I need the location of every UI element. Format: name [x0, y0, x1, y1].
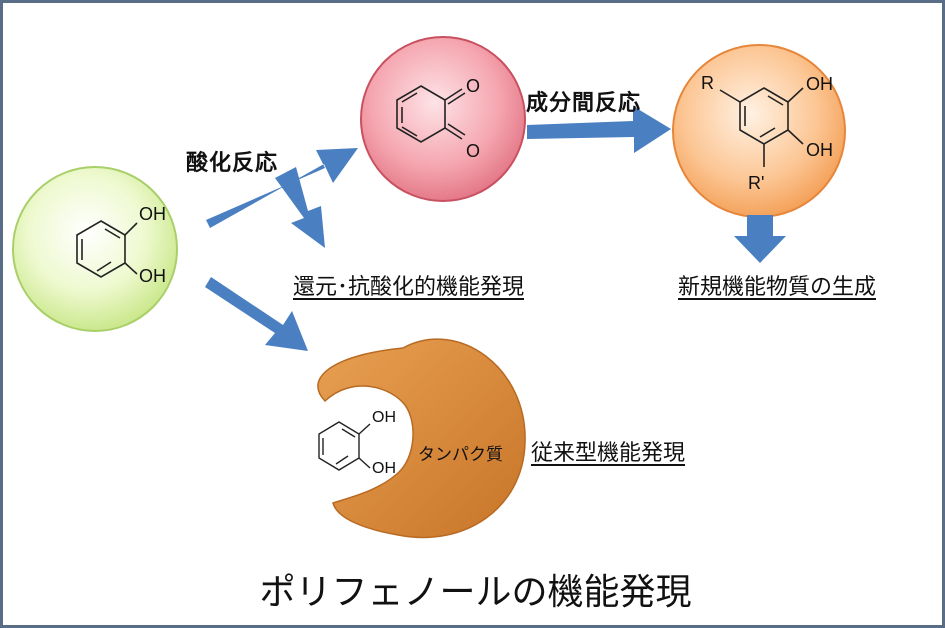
binding-arrow — [205, 277, 308, 351]
product-r: R — [701, 73, 714, 93]
oxidation-label: 酸化反応 — [186, 151, 279, 176]
bound-oh-top: OH — [372, 409, 396, 426]
new-function-label: 新規機能物質の生成 — [678, 275, 877, 300]
conventional-label: 従来型機能発現 — [531, 441, 686, 466]
catechol-oh-top: OH — [139, 204, 166, 224]
quinone-circle — [360, 36, 526, 202]
protein-label: タンパク質 — [418, 445, 503, 465]
quinone-structure — [396, 85, 466, 143]
page-title: ポリフェノールの機能発現 — [259, 572, 692, 613]
catechol-structure — [76, 220, 138, 278]
protein-shape — [317, 338, 526, 539]
bound-oh-bottom: OH — [372, 460, 396, 477]
oxidation-arrow — [206, 148, 358, 228]
intermolecular-label: 成分間反応 — [526, 91, 642, 116]
product-oh-top: OH — [806, 74, 833, 94]
quinone-o-top: O — [466, 76, 481, 96]
product-oh-bottom: OH — [806, 140, 833, 160]
bound-catechol-structure — [318, 421, 371, 471]
diagram-canvas — [12, 36, 846, 539]
intermolecular-arrow — [527, 106, 671, 153]
catechol-oh-bottom: OH — [139, 266, 166, 286]
reduction-arrow — [275, 167, 325, 248]
product-r-prime: R' — [748, 173, 765, 193]
quinone-o-bottom: O — [466, 141, 481, 161]
catechol-circle — [12, 166, 178, 332]
reduction-label: 還元･抗酸化的機能発現 — [293, 275, 525, 300]
product-structure — [719, 87, 804, 167]
generation-arrow — [734, 215, 786, 263]
